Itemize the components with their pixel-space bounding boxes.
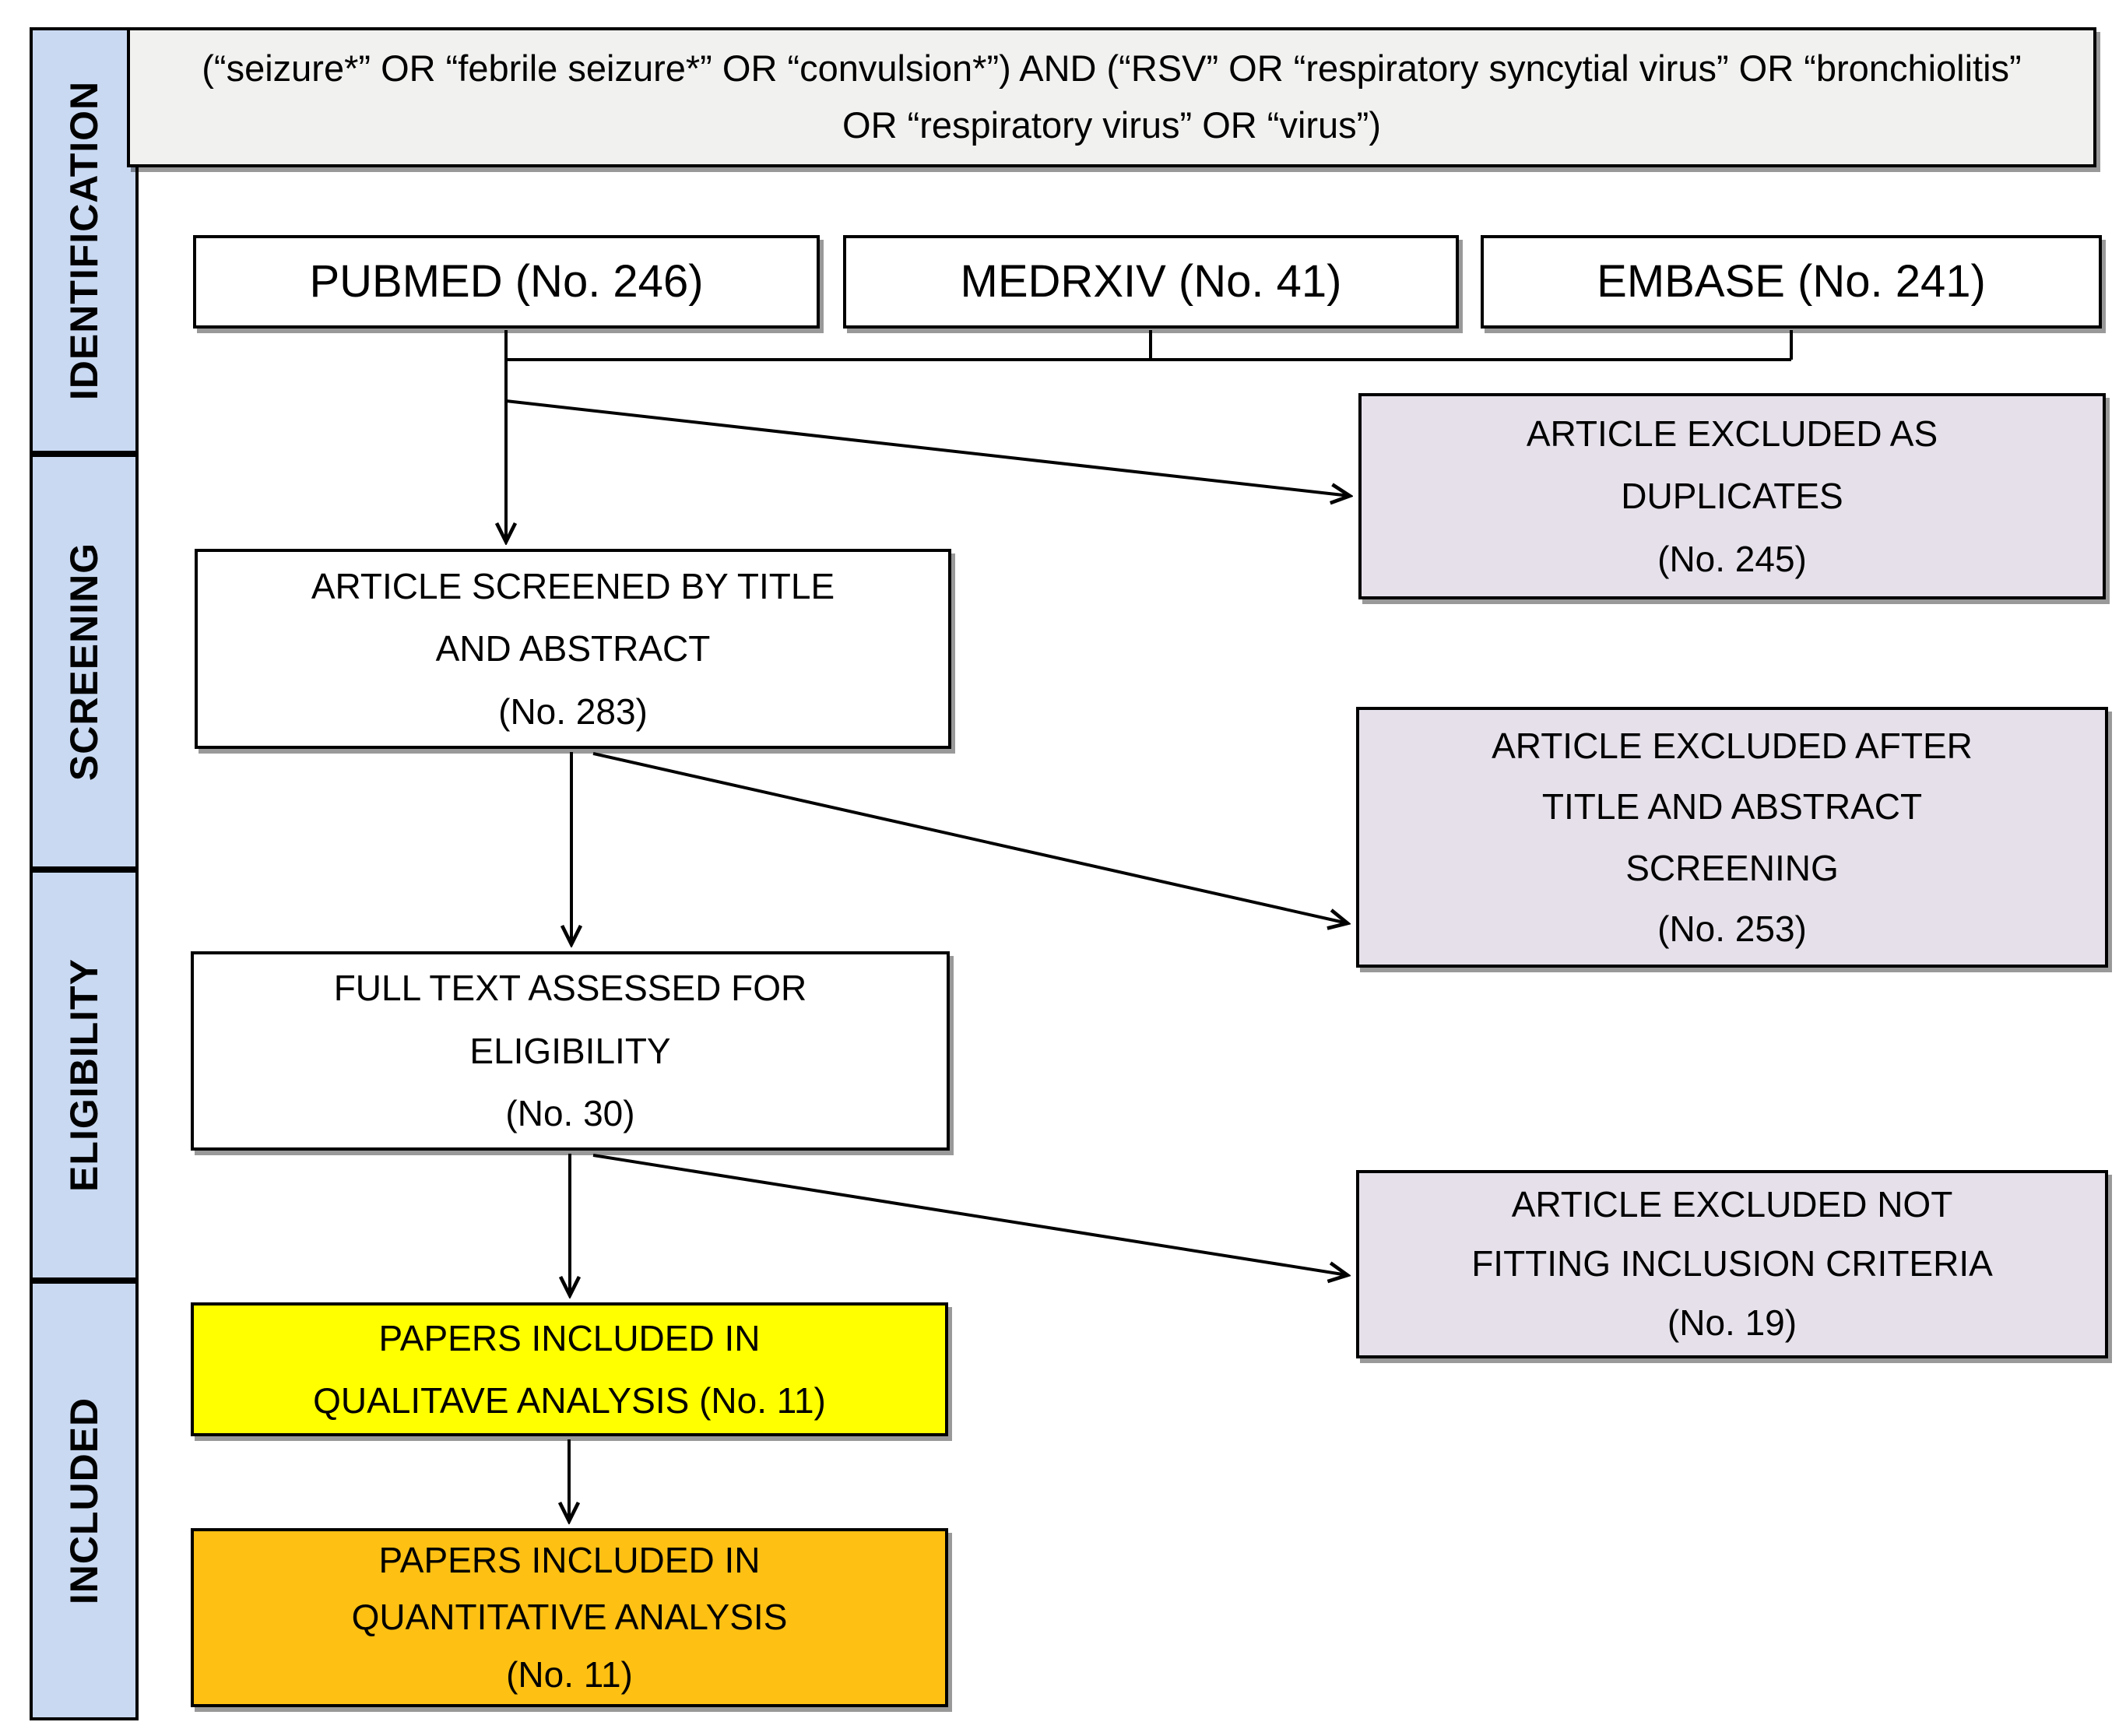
qualitative-line-2: QUALITAVE ANALYSIS (No. 11) — [313, 1380, 826, 1421]
excluded-duplicates-line-1: ARTICLE EXCLUDED AS — [1526, 413, 1938, 454]
qualitative-line-1: PAPERS INCLUDED IN — [378, 1317, 761, 1358]
excluded-duplicates-line-2: DUPLICATES — [1621, 476, 1843, 517]
screened-line-1: ARTICLE SCREENED BY TITLE — [311, 565, 835, 606]
quantitative-line-1: PAPERS INCLUDED IN — [378, 1539, 761, 1580]
excluded-inclusion-line-2: FITTING INCLUSION CRITERIA — [1471, 1243, 1993, 1284]
arrow-to-duplicates — [505, 399, 1350, 496]
database-pubmed-label: PUBMED (No. 246) — [309, 256, 704, 307]
database-medrxiv-label: MEDRXIV (No. 41) — [960, 256, 1342, 307]
excluded-duplicates-box: ARTICLE EXCLUDED AS DUPLICATES (No. 245) — [1358, 393, 2106, 599]
stage-screening: SCREENING — [30, 454, 139, 870]
full-text-line-3: (No. 30) — [505, 1093, 635, 1134]
quantitative-line-2: QUANTITATIVE ANALYSIS — [351, 1597, 788, 1638]
stage-included: INCLUDED — [30, 1281, 139, 1720]
excluded-title-abstract-line-2: TITLE AND ABSTRACT — [1541, 786, 1923, 828]
excluded-inclusion-line-3: (No. 19) — [1667, 1302, 1797, 1343]
excluded-title-abstract-line-4: (No. 253) — [1657, 908, 1807, 949]
database-embase-box: EMBASE (No. 241) — [1481, 235, 2102, 329]
excluded-inclusion-line-1: ARTICLE EXCLUDED NOT — [1511, 1184, 1953, 1225]
database-medrxiv-box: MEDRXIV (No. 41) — [843, 235, 1459, 329]
screened-box: ARTICLE SCREENED BY TITLE AND ABSTRACT (… — [195, 549, 951, 749]
search-query-box: (“seizure*” OR “febrile seizure*” OR “co… — [127, 27, 2096, 167]
full-text-line-1: FULL TEXT ASSESSED FOR — [333, 968, 807, 1009]
screened-line-2: AND ABSTRACT — [435, 628, 711, 669]
database-embase-label: EMBASE (No. 241) — [1597, 256, 1986, 307]
full-text-line-2: ELIGIBILITY — [469, 1030, 671, 1071]
quantitative-line-3: (No. 11) — [506, 1653, 633, 1695]
stage-eligibility: ELIGIBILITY — [30, 870, 139, 1281]
quantitative-analysis-box: PAPERS INCLUDED IN QUANTITATIVE ANALYSIS… — [191, 1528, 948, 1707]
screened-line-3: (No. 283) — [498, 691, 648, 732]
search-query-text: (“seizure*” OR “febrile seizure*” OR “co… — [202, 47, 2022, 146]
stage-identification-label: IDENTIFICATION — [62, 80, 107, 401]
full-text-box: FULL TEXT ASSESSED FOR ELIGIBILITY (No. … — [191, 951, 950, 1151]
arrow-to-excluded-criteria — [592, 1154, 1348, 1275]
excluded-title-abstract-line-1: ARTICLE EXCLUDED AFTER — [1492, 726, 1973, 767]
database-pubmed-box: PUBMED (No. 246) — [193, 235, 820, 329]
stage-included-label: INCLUDED — [62, 1397, 107, 1604]
stage-screening-label: SCREENING — [62, 542, 107, 782]
stage-eligibility-label: ELIGIBILITY — [62, 958, 106, 1192]
arrow-to-excluded-title-abstract — [592, 752, 1348, 923]
excluded-title-abstract-line-3: SCREENING — [1625, 847, 1839, 888]
stage-identification: IDENTIFICATION — [30, 27, 139, 454]
excluded-title-abstract-box: ARTICLE EXCLUDED AFTER TITLE AND ABSTRAC… — [1356, 707, 2108, 968]
excluded-inclusion-criteria-box: ARTICLE EXCLUDED NOT FITTING INCLUSION C… — [1356, 1170, 2108, 1358]
qualitative-analysis-box: PAPERS INCLUDED IN QUALITAVE ANALYSIS (N… — [191, 1302, 948, 1436]
excluded-duplicates-line-3: (No. 245) — [1657, 538, 1807, 579]
